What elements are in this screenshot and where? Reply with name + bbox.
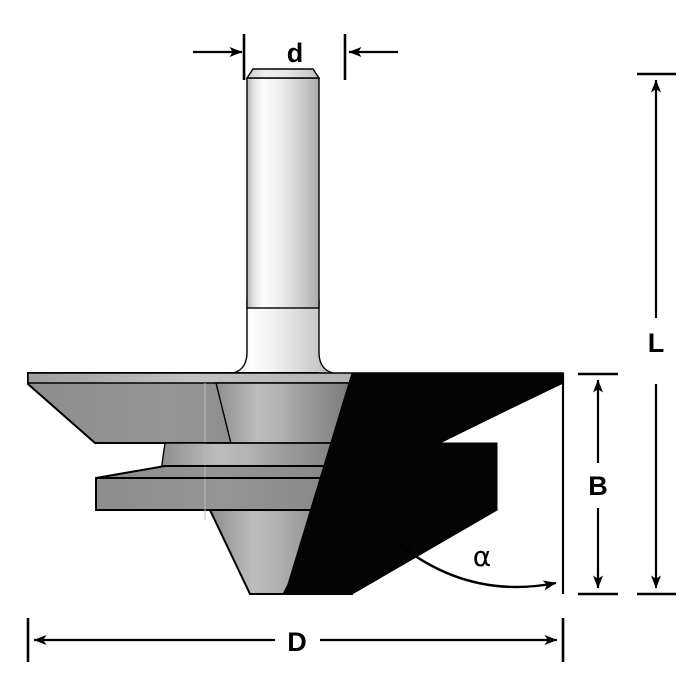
- dimension-label-L: L: [648, 328, 665, 358]
- dimension-label-alpha: α: [473, 540, 491, 573]
- dimension-label-D: D: [287, 627, 307, 657]
- router-bit-body: [27, 68, 564, 595]
- dimension-B: B: [578, 372, 618, 596]
- alpha-arc-arrow: [399, 544, 557, 591]
- dimension-alpha: α: [399, 373, 565, 594]
- dimension-L: L: [637, 72, 676, 596]
- dimension-label-d: d: [287, 38, 304, 68]
- shank-assembly: [223, 68, 343, 375]
- lower-wing-left-bevel: [95, 465, 353, 479]
- dimension-label-B: B: [588, 471, 608, 501]
- dimension-D: D: [26, 618, 565, 662]
- carbide-upper-wing: [352, 373, 563, 444]
- shank-barrel: [246, 77, 320, 309]
- dimension-d: d: [193, 34, 398, 80]
- shank-top-chamfer: [245, 68, 321, 79]
- shank-fillet: [223, 299, 343, 375]
